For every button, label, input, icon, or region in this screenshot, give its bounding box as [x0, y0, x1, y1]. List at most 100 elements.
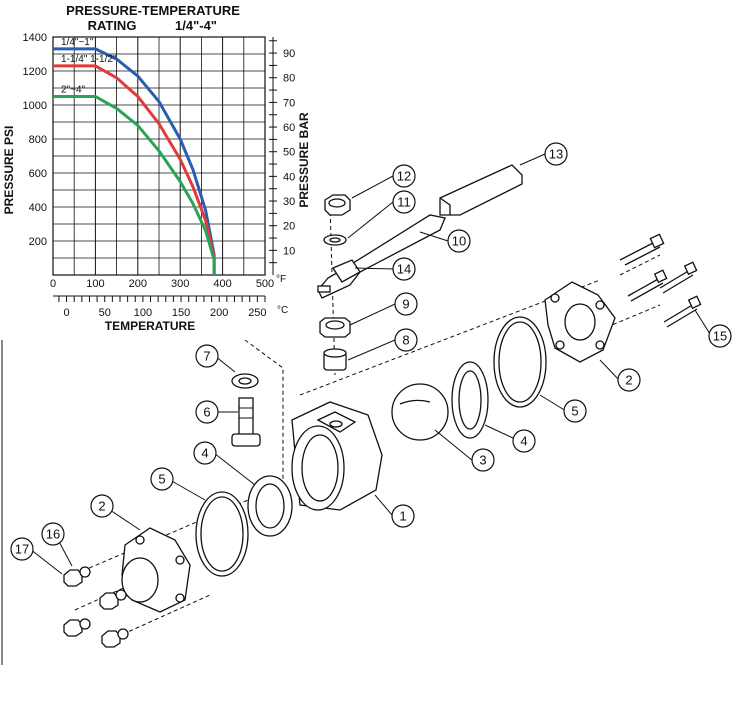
x-tick-label-f: 500	[256, 278, 274, 290]
part-callouts: 1 2 2 3 4 4 5 5 6 7 8 9 10 11 12 13 14 1…	[10, 142, 732, 561]
y-axis-label-bar: PRESSURE BAR	[297, 112, 311, 208]
svg-text:8: 8	[402, 333, 409, 348]
svg-text:7: 7	[203, 349, 210, 364]
unit-fahrenheit: °F	[276, 274, 286, 285]
chart-title-rating: RATING	[88, 18, 137, 33]
svg-text:5: 5	[571, 404, 578, 419]
svg-text:4: 4	[201, 446, 208, 461]
callout-2-right: 2	[617, 368, 641, 392]
svg-text:13: 13	[549, 147, 563, 162]
svg-text:9: 9	[402, 297, 409, 312]
chart-title: PRESSURE-TEMPERATURE	[66, 3, 240, 18]
pressure-temperature-chart: 2004006008001000120014001020304050607080…	[23, 32, 296, 319]
body-seal-right	[493, 316, 547, 408]
callout-10: 10	[447, 229, 471, 253]
svg-text:2: 2	[98, 499, 105, 514]
svg-text:1: 1	[399, 509, 406, 524]
x-tick-label-c: 200	[210, 307, 228, 319]
svg-text:10: 10	[452, 234, 466, 249]
leader-lines	[29, 153, 711, 575]
x-tick-label-f: 300	[171, 278, 189, 290]
svg-text:6: 6	[203, 405, 210, 420]
callout-2-left: 2	[90, 494, 114, 518]
y-axis-label-psi: PRESSURE PSI	[2, 126, 16, 215]
callout-6: 6	[195, 400, 219, 424]
handle-grip	[439, 164, 523, 216]
legend-label-3: 2"~4"	[61, 85, 86, 96]
svg-text:16: 16	[46, 527, 60, 542]
lock-washer-hole	[329, 237, 341, 243]
plot-frame	[52, 36, 266, 276]
x-tick-label-c: 0	[64, 307, 70, 319]
stem-nut	[324, 194, 351, 216]
stem-packing	[323, 348, 347, 371]
thrust-washer-hole	[238, 377, 252, 385]
callout-5-right: 5	[563, 399, 587, 423]
y-tick-label-bar: 20	[283, 221, 295, 233]
handle-lock	[317, 259, 361, 293]
y-tick-label-psi: 400	[29, 202, 47, 214]
x-tick-label-c: 100	[134, 307, 152, 319]
svg-text:5: 5	[158, 472, 165, 487]
svg-text:3: 3	[479, 453, 486, 468]
x-tick-label-c: 150	[172, 307, 190, 319]
seat-right	[451, 361, 489, 439]
body-bolts	[619, 233, 702, 328]
callout-9: 9	[394, 292, 418, 316]
x-tick-label-c: 250	[248, 307, 266, 319]
chart-legend: 1/4"~1" 1-1/4" 1-1/2" 2"~4"	[61, 37, 117, 96]
x-tick-label-f: 0	[50, 278, 56, 290]
bolt-nuts	[63, 566, 129, 648]
callout-11: 11	[392, 190, 416, 214]
legend-label-1: 1/4"~1"	[61, 37, 94, 48]
y-tick-label-psi: 1400	[23, 32, 47, 44]
callout-8: 8	[394, 328, 418, 352]
callout-7: 7	[195, 344, 219, 368]
svg-text:4: 4	[520, 434, 527, 449]
callout-14: 14	[392, 257, 416, 281]
legend-label-2: 1-1/4" 1-1/2"	[61, 54, 117, 65]
callout-4-left: 4	[193, 441, 217, 465]
y-tick-label-bar: 70	[283, 97, 295, 109]
body-seal-left	[195, 491, 249, 577]
svg-text:11: 11	[397, 195, 411, 210]
callout-16: 16	[41, 522, 65, 546]
y-tick-label-bar: 10	[283, 245, 295, 257]
callout-5-left: 5	[150, 467, 174, 491]
svg-text:14: 14	[397, 262, 411, 277]
y-tick-label-psi: 200	[29, 236, 47, 248]
y-tick-label-psi: 1000	[23, 100, 47, 112]
unit-celsius: °C	[277, 305, 288, 316]
callout-17: 17	[10, 537, 34, 561]
valve-ball	[391, 383, 449, 441]
callout-15: 15	[708, 324, 732, 348]
x-tick-label-f: 200	[129, 278, 147, 290]
chart-title-size: 1/4"-4"	[175, 18, 217, 33]
x-axis-label: TEMPERATURE	[105, 319, 195, 333]
y-tick-label-psi: 1200	[23, 66, 47, 78]
y-tick-label-bar: 40	[283, 171, 295, 183]
end-cap-left	[121, 527, 191, 613]
x-tick-label-c: 50	[99, 307, 111, 319]
y-tick-label-bar: 80	[283, 73, 295, 85]
svg-text:15: 15	[713, 329, 727, 344]
series-line-2	[53, 64, 216, 275]
svg-text:17: 17	[15, 542, 29, 557]
callout-12: 12	[392, 164, 416, 188]
y-tick-label-bar: 30	[283, 196, 295, 208]
x-tick-label-f: 400	[213, 278, 231, 290]
svg-text:12: 12	[397, 169, 411, 184]
y-tick-label-bar: 90	[283, 48, 295, 60]
end-cap-right	[544, 281, 616, 363]
callout-1: 1	[391, 504, 415, 528]
callout-13: 13	[544, 142, 568, 166]
y-tick-label-bar: 50	[283, 147, 295, 159]
x-tick-label-f: 100	[86, 278, 104, 290]
y-tick-label-psi: 600	[29, 168, 47, 180]
handle	[317, 214, 446, 299]
valve-stem	[231, 397, 261, 447]
callout-4-right: 4	[512, 429, 536, 453]
valve-body	[291, 401, 383, 511]
y-tick-label-bar: 60	[283, 122, 295, 134]
